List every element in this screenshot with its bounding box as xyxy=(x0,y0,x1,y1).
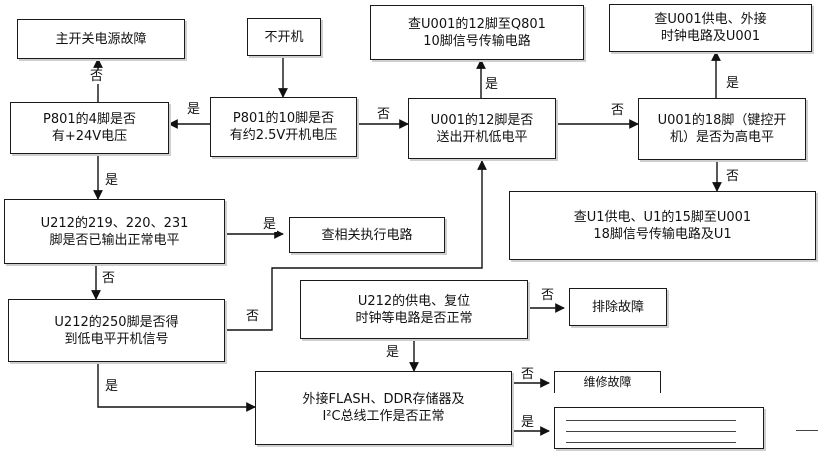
label-yes-u001-12-check: 是 xyxy=(484,77,500,92)
blank-line-3 xyxy=(566,442,736,443)
arrow-u212-250-to-u001-12 xyxy=(225,160,487,331)
label-yes-u001-18-check: 是 xyxy=(725,76,741,91)
node-u001-pin18-high: U001的18脚（键控开 机）是否为高电平 xyxy=(638,98,806,160)
label-no-u001-18: 否 xyxy=(610,103,626,118)
blank-line-2 xyxy=(566,431,736,432)
label-yes-exec: 是 xyxy=(262,217,278,232)
node-eliminate-fault: 排除故障 xyxy=(569,288,667,326)
node-partial-obscured: 维修故障 xyxy=(554,371,661,393)
label-no-main-fault: 否 xyxy=(89,69,105,84)
label-no-u001-12: 否 xyxy=(376,107,392,122)
node-main-switch-fault: 主开关电源故障 xyxy=(17,19,185,59)
node-check-u001-12-q801: 查U001的12脚至Q801 10脚信号传输电路 xyxy=(370,5,584,60)
label-yes-u212-pins: 是 xyxy=(104,173,120,188)
node-u001-pin12-low: U001的12脚是否 送出开机低电平 xyxy=(408,98,556,159)
label-yes-p801-24v: 是 xyxy=(186,102,202,117)
node-external-flash-ddr: 外接FLASH、DDR存储器及 I²C总线工作是否正常 xyxy=(255,371,512,445)
label-no-u001-18-down: 否 xyxy=(725,169,741,184)
arrow-u212-250-to-flash xyxy=(97,362,256,412)
node-p801-pin4-24v: P801的4脚是否 有+24V电压 xyxy=(10,102,169,154)
label-yes-u212-power: 是 xyxy=(385,345,401,360)
label-no-u212-power: 否 xyxy=(540,288,556,303)
label-no-u212-pins: 否 xyxy=(101,271,117,286)
node-check-u001-power-clock: 查U001供电、外接 时钟电路及U001 xyxy=(609,4,812,52)
label-no-u212-250: 否 xyxy=(245,309,261,324)
node-check-u1-18: 查U1供电、U1的15脚至U001 18脚信号传输电路及U1 xyxy=(509,191,816,260)
corner-mark xyxy=(796,430,818,431)
label-yes-flash: 是 xyxy=(520,415,536,430)
node-u212-pins-output: U212的219、220、231 脚是否已输出正常电平 xyxy=(4,199,225,264)
node-check-exec-circuit: 查相关执行电路 xyxy=(289,217,445,253)
node-u212-power-reset: U212的供电、复位 时钟等电路是否正常 xyxy=(300,280,528,339)
node-u212-pin250: U212的250脚是否得 到低电平开机信号 xyxy=(8,299,225,362)
blank-line-1 xyxy=(566,420,736,421)
node-p801-pin10-25v: P801的10脚是否 有约2.5V开机电压 xyxy=(210,97,357,157)
node-start-no-power-on: 不开机 xyxy=(247,18,321,56)
label-no-flash: 否 xyxy=(520,367,536,382)
label-yes-u212-250: 是 xyxy=(104,379,120,394)
